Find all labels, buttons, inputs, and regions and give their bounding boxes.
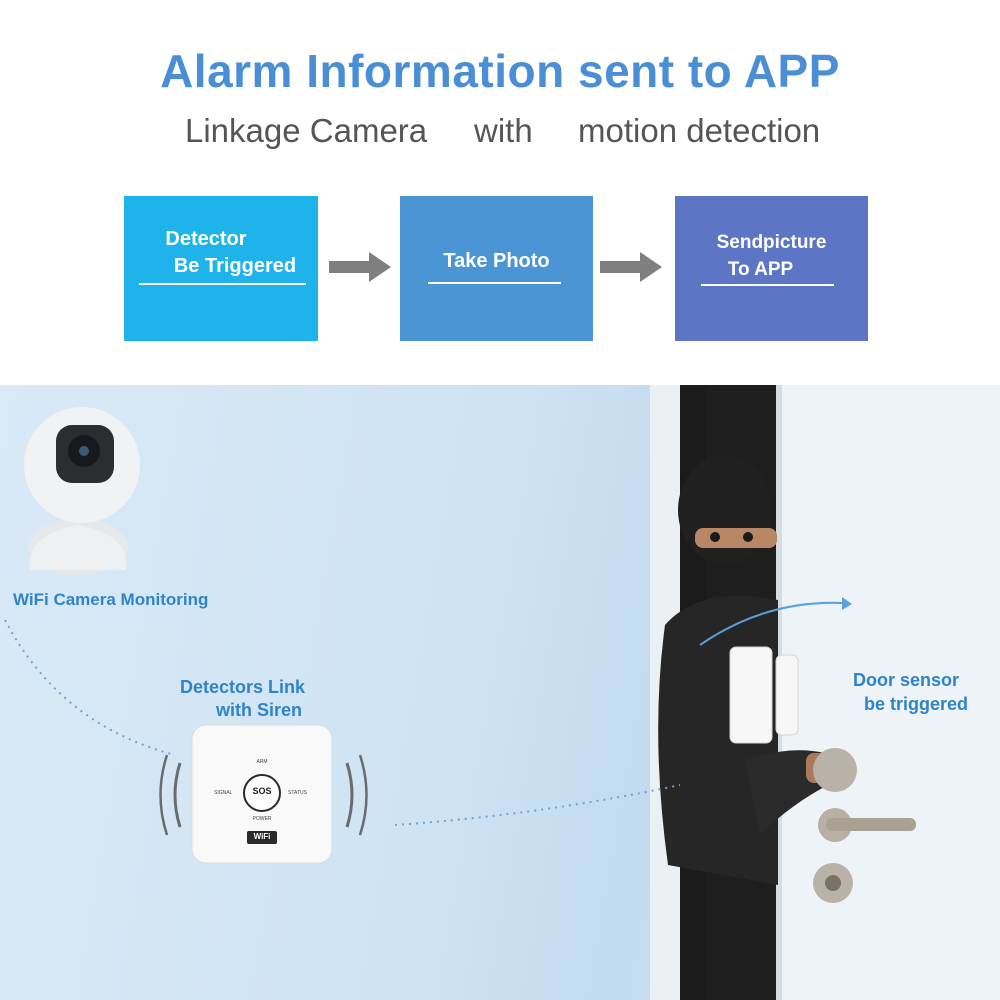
arrow-right-icon <box>329 252 391 282</box>
step-3-underline <box>701 284 834 286</box>
step-2-line-1: Take Photo <box>443 250 550 272</box>
flow-step-detector: Detector Be Triggered <box>124 196 318 341</box>
subtitle-part-1: Linkage Camera <box>185 112 428 149</box>
door-panel <box>776 385 1000 1000</box>
door-handle <box>813 748 916 903</box>
page-title: Alarm Information sent to APP <box>160 45 840 97</box>
subtitle-part-3: motion detection <box>578 112 821 149</box>
siren-label-line-1: Detectors Link <box>180 677 306 697</box>
hub-power-label: POWER <box>252 816 272 822</box>
camera-device <box>24 407 140 575</box>
door-label-line-1: Door sensor <box>853 670 960 690</box>
sensor-link-line <box>394 784 681 826</box>
hub-arm-label: ARM <box>256 759 268 765</box>
scene-art <box>4 385 1000 1000</box>
step-2-underline <box>428 282 561 284</box>
hub-wifi-label: WiFi <box>253 832 271 841</box>
arrow-right-icon <box>600 252 662 282</box>
siren-label-line-2: with Siren <box>216 700 303 720</box>
sos-button-ring <box>243 774 281 812</box>
siren-waves <box>159 754 368 836</box>
motion-arc <box>699 601 843 646</box>
flow-step-photo: Take Photo <box>400 196 593 341</box>
step-1-line-2: Be Triggered <box>173 255 297 277</box>
flow-step-send: Sendpicture To APP <box>675 196 868 341</box>
door-label-line-2: be triggered <box>864 694 969 714</box>
motion-arrow-icon <box>842 597 852 610</box>
hub-sos-label: SOS <box>252 786 272 796</box>
camera-label: WiFi Camera Monitoring <box>13 590 209 609</box>
step-1-underline <box>139 283 306 285</box>
step-1-line-1: Detector <box>165 228 247 250</box>
hub-signal-label: SIGNAL <box>214 790 233 796</box>
step-3-line-2: To APP <box>727 259 794 280</box>
wifi-badge <box>247 831 277 844</box>
hub-status-label: STATUS <box>288 790 307 796</box>
step-3-line-1: Sendpicture <box>716 232 827 253</box>
camera-link-line <box>4 619 176 756</box>
subtitle-part-2: with <box>474 112 533 149</box>
scene-illustration: WiFi Camera Monitoring Detectors Link wi… <box>0 385 1000 1000</box>
door-sensor <box>729 646 799 744</box>
